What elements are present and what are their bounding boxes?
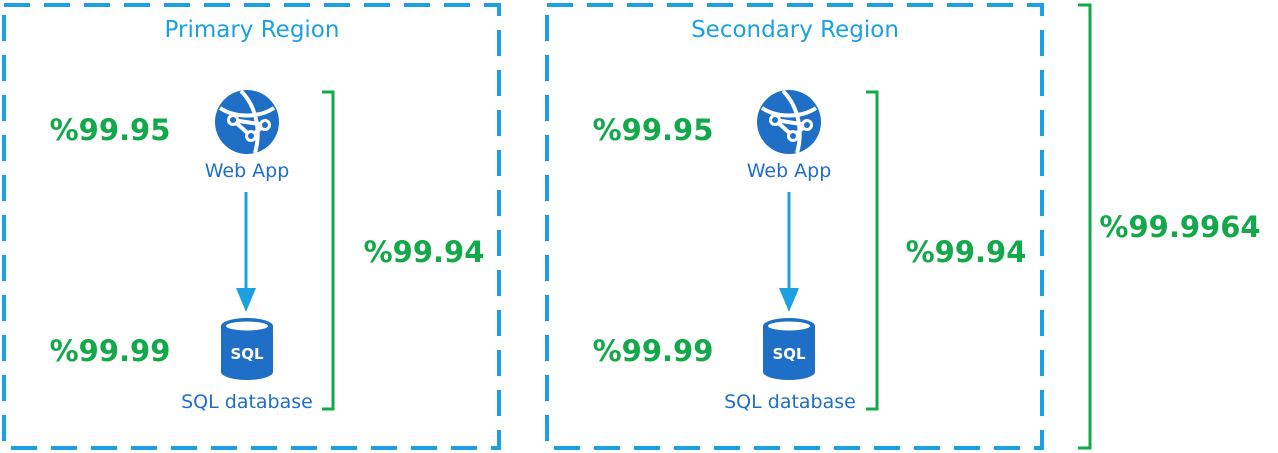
primary-region: Primary Region %99.95 Web App %99.99 xyxy=(2,3,501,450)
sql-icon-text: SQL xyxy=(230,345,264,363)
connection-arrow xyxy=(779,192,799,312)
composite-availability: %99.94 xyxy=(364,235,485,269)
web-app-label: Web App xyxy=(205,160,290,182)
web-app-globe-icon xyxy=(757,89,821,154)
sql-database-icon: SQL xyxy=(763,318,815,380)
secondary-region-border xyxy=(545,3,1044,450)
overall-bracket xyxy=(1078,3,1092,450)
secondary-region: Secondary Region %99.95 Web App %99.99 xyxy=(545,3,1044,450)
composite-bracket xyxy=(322,90,335,411)
web-app-label: Web App xyxy=(747,160,832,182)
web-app-availability: %99.95 xyxy=(50,113,171,147)
primary-region-title: Primary Region xyxy=(165,17,340,43)
sql-database-label: SQL database xyxy=(724,391,856,413)
primary-region-border xyxy=(2,3,501,450)
sql-database-availability: %99.99 xyxy=(593,334,714,368)
connection-arrow xyxy=(236,192,256,312)
secondary-region-title: Secondary Region xyxy=(691,17,899,43)
sql-database-availability: %99.99 xyxy=(50,334,171,368)
overall-availability: %99.9964 xyxy=(1099,210,1260,244)
sql-database-label: SQL database xyxy=(181,391,313,413)
composite-bracket xyxy=(866,90,879,411)
composite-availability: %99.94 xyxy=(906,235,1027,269)
sql-database-icon: SQL xyxy=(221,318,273,380)
sql-icon-text: SQL xyxy=(772,345,806,363)
web-app-globe-icon xyxy=(215,89,279,154)
web-app-availability: %99.95 xyxy=(593,113,714,147)
